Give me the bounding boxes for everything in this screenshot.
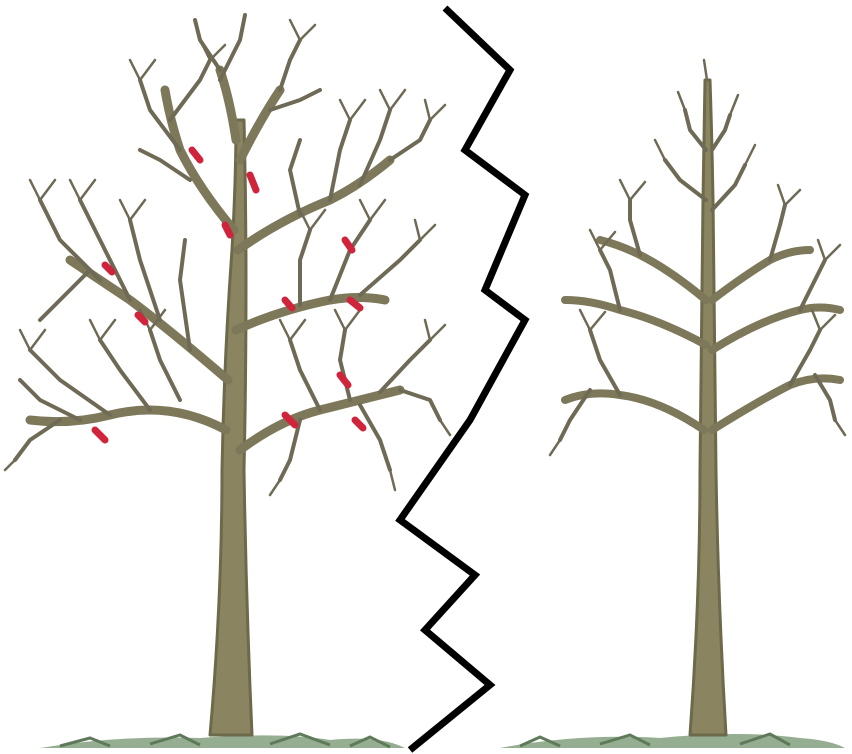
right-tree	[550, 60, 845, 735]
ground-right	[500, 734, 845, 748]
right-tree-trunk	[690, 80, 726, 735]
zigzag-divider	[400, 8, 525, 750]
left-tree	[5, 15, 450, 735]
